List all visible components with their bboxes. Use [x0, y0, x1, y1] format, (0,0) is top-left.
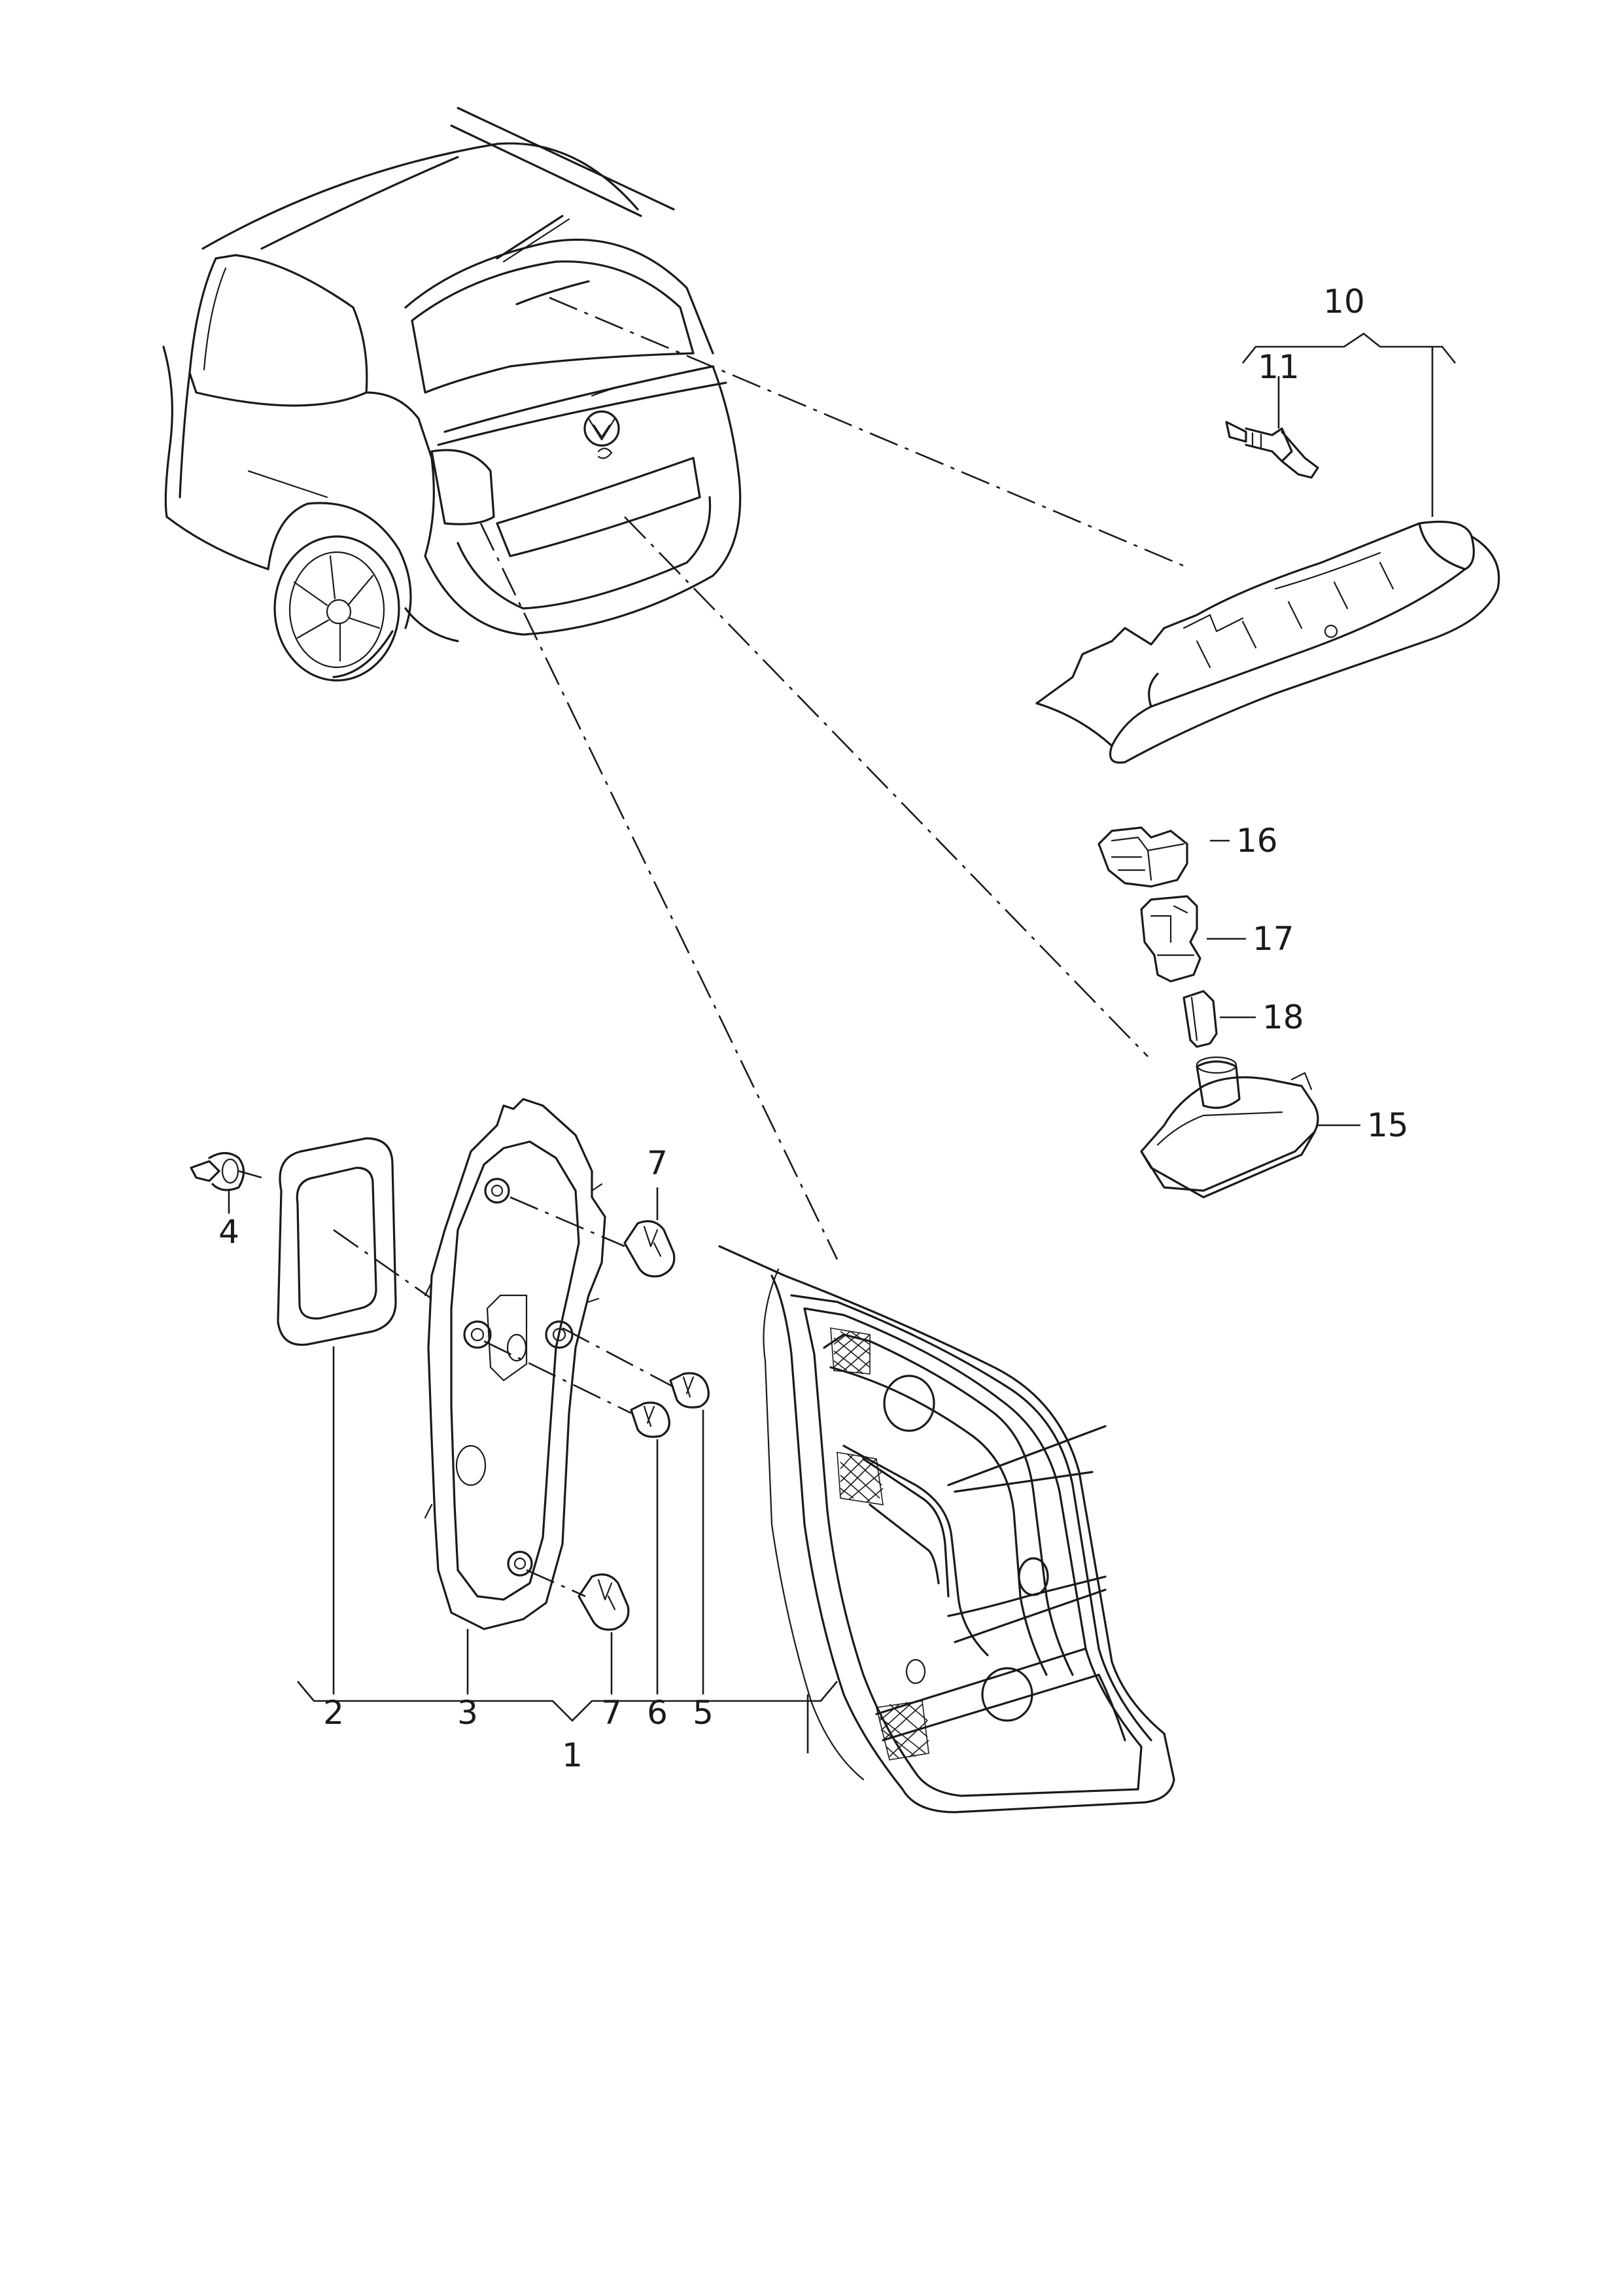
car-rear-view: [162, 107, 742, 682]
license-light-parts: [1097, 826, 1319, 1199]
callout-1: 1: [562, 1736, 583, 1774]
callout-3: 3: [457, 1694, 478, 1732]
callout-18: 18: [1262, 998, 1304, 1036]
part-2-gasket: [277, 1137, 397, 1694]
callout-5: 5: [693, 1694, 714, 1732]
callout-bracket-1: [297, 1681, 838, 1722]
leader-lines: [479, 296, 1184, 1260]
callout-leaders: [1207, 839, 1360, 1127]
callout-bracket-10: [1241, 332, 1457, 517]
callout-16: 16: [1236, 822, 1278, 860]
callout-11: 11: [1258, 348, 1300, 386]
brake-light-assembly: [1035, 520, 1500, 764]
callout-10: 10: [1323, 283, 1365, 321]
callout-4: 4: [218, 1213, 239, 1251]
callout-7-upper: 7: [647, 1144, 668, 1182]
bulbs: [578, 1187, 710, 1694]
callout-labels: 10 11 16 17 18 15 4 7 2 3 7 6 5 1: [218, 283, 1409, 1774]
callout-6: 6: [647, 1694, 668, 1732]
callout-17: 17: [1253, 920, 1294, 958]
carrier-leader-lines: [333, 1196, 674, 1598]
callout-2: 2: [323, 1694, 344, 1732]
part-11-socket: [1225, 421, 1319, 479]
part-4-clip: [190, 1151, 262, 1214]
callout-7-lower: 7: [601, 1694, 622, 1732]
tail-light-housing: [718, 1245, 1175, 1813]
part-3-bulb-carrier: [424, 1098, 606, 1694]
callout-15: 15: [1367, 1106, 1409, 1144]
